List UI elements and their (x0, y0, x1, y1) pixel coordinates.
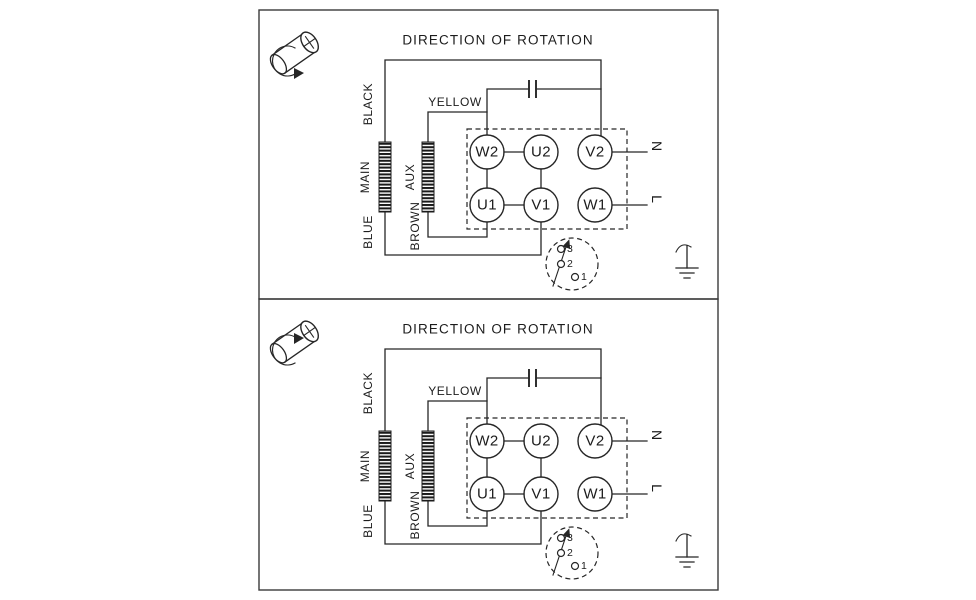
label-line: L (649, 195, 665, 203)
terminal-v1: V1 (531, 486, 550, 503)
terminal-w1: W1 (583, 197, 606, 214)
label-line: L (649, 484, 665, 492)
plug-pin-label-1: 1 (581, 271, 587, 283)
terminal-v2: V2 (585, 144, 604, 161)
label-brown: BROWN (408, 491, 422, 540)
rotation-arc (271, 45, 296, 77)
label-yellow: YELLOW (428, 384, 482, 398)
terminal-v2: V2 (585, 433, 604, 450)
terminal-v1: V1 (531, 197, 550, 214)
label-blue: BLUE (361, 504, 375, 538)
terminal-w1: W1 (583, 486, 606, 503)
plug-pin-label-3: 3 (567, 243, 573, 255)
terminal-w2: W2 (475, 433, 498, 450)
terminal-u1: U1 (477, 486, 497, 503)
label-brown: BROWN (408, 202, 422, 251)
panel-bottom-border (258, 298, 719, 591)
plug-pin-label-1: 1 (581, 560, 587, 572)
plug-pin-label-2: 2 (567, 258, 573, 270)
terminal-u2: U2 (531, 433, 551, 450)
panel-title: DIRECTION OF ROTATION (402, 322, 593, 337)
terminal-w2: W2 (475, 144, 498, 161)
rotation-arrowhead-icon (294, 68, 304, 79)
label-neutral: N (649, 141, 665, 151)
panel-bottom-wiring (378, 348, 699, 580)
label-yellow: YELLOW (428, 95, 482, 109)
label-main: MAIN (358, 450, 372, 482)
rotation-arrowhead-icon (294, 333, 304, 344)
label-aux: AUX (403, 453, 417, 479)
label-black: BLACK (361, 372, 375, 414)
rotation-arrow-ccw-icon (271, 45, 304, 79)
label-main: MAIN (358, 161, 372, 193)
label-aux: AUX (403, 164, 417, 190)
panel-top-wiring (378, 59, 699, 291)
panel-bottom: DIRECTION OF ROTATION BLACK YELLOW MAIN … (258, 298, 719, 591)
rotation-arc (271, 334, 296, 366)
plug-pin-label-2: 2 (567, 547, 573, 559)
plug-pin-label-3: 3 (567, 532, 573, 544)
rotation-arrow-cw-icon (271, 333, 304, 366)
terminal-u2: U2 (531, 144, 551, 161)
panel-title: DIRECTION OF ROTATION (402, 33, 593, 48)
label-blue: BLUE (361, 215, 375, 249)
label-black: BLACK (361, 83, 375, 125)
panel-top: DIRECTION OF ROTATION BLACK YELLOW MAIN … (258, 9, 719, 300)
label-neutral: N (649, 430, 665, 440)
terminal-u1: U1 (477, 197, 497, 214)
